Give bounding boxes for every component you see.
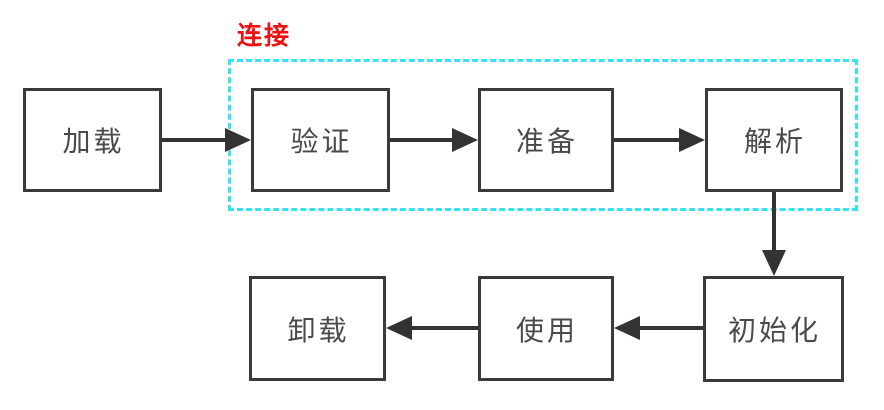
node-resolve: 解析 bbox=[705, 88, 843, 192]
arrow-use-to-unload-line bbox=[412, 326, 478, 330]
node-prepare-label: 准备 bbox=[515, 126, 578, 157]
link-group-label: 连接 bbox=[237, 22, 292, 50]
arrow-resolve-to-initialize-head-icon bbox=[762, 250, 786, 276]
arrow-verify-to-prepare-line bbox=[390, 138, 454, 142]
node-unload-label: 卸载 bbox=[287, 314, 350, 346]
node-load-label: 加载 bbox=[62, 126, 125, 157]
node-verify-label: 验证 bbox=[290, 126, 353, 157]
node-use: 使用 bbox=[478, 276, 614, 381]
arrow-load-to-verify-line bbox=[162, 138, 229, 142]
node-unload: 卸载 bbox=[249, 276, 386, 381]
node-initialize: 初始化 bbox=[703, 276, 844, 382]
node-resolve-label: 解析 bbox=[743, 126, 806, 157]
node-load: 加载 bbox=[23, 88, 162, 192]
arrow-prepare-to-resolve-head-icon bbox=[679, 128, 705, 152]
arrow-load-to-verify-head-icon bbox=[225, 128, 251, 152]
node-verify: 验证 bbox=[251, 88, 390, 192]
arrow-resolve-to-initialize-line bbox=[772, 192, 776, 250]
arrow-prepare-to-resolve-line bbox=[614, 138, 681, 142]
node-initialize-label: 初始化 bbox=[727, 315, 821, 346]
arrow-use-to-unload-head-icon bbox=[386, 316, 412, 340]
arrow-verify-to-prepare-head-icon bbox=[452, 128, 478, 152]
node-prepare: 准备 bbox=[478, 88, 614, 192]
arrow-initialize-to-use-head-icon bbox=[614, 316, 640, 340]
node-use-label: 使用 bbox=[515, 314, 578, 346]
arrow-initialize-to-use-line bbox=[640, 326, 703, 330]
